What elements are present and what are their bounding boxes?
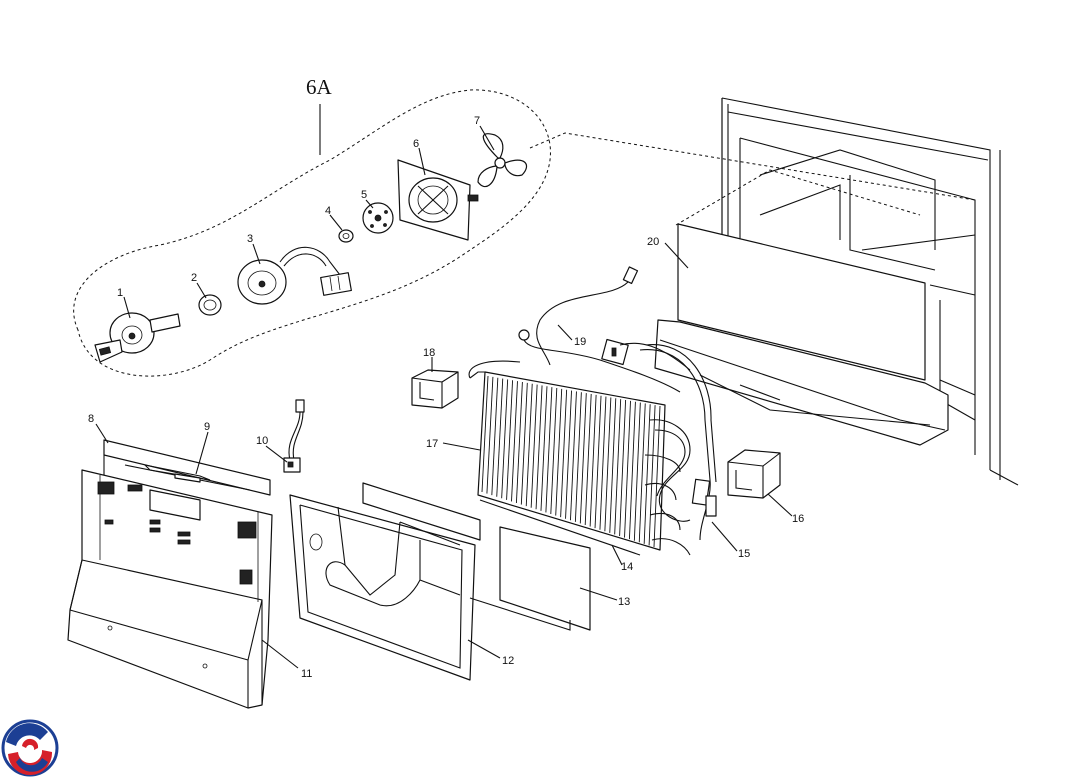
evaporator-fin bbox=[643, 404, 651, 544]
callout-18: 18 bbox=[423, 347, 435, 359]
callout-6: 6 bbox=[413, 138, 419, 150]
part-11-duct-housing bbox=[67, 469, 273, 709]
evaporator-fin bbox=[619, 399, 627, 537]
callout-20: 20 bbox=[647, 236, 659, 248]
callout-16: 16 bbox=[792, 513, 804, 525]
evaporator-fin bbox=[648, 405, 656, 546]
callout-1: 1 bbox=[117, 287, 123, 299]
evaporator-fin bbox=[496, 378, 504, 497]
part-17-evaporator bbox=[468, 360, 666, 551]
evaporator-fin bbox=[594, 395, 602, 529]
evaporator-fin bbox=[574, 392, 582, 522]
callout-2: 2 bbox=[191, 272, 197, 284]
callout-11: 11 bbox=[301, 668, 312, 680]
evaporator-fins bbox=[481, 375, 661, 548]
projection-line bbox=[529, 132, 976, 201]
callout-labels: 1 2 3 4 5 6 7 8 9 10 11 12 13 14 15 16 1… bbox=[88, 115, 804, 680]
part-16-foam-block bbox=[727, 449, 781, 499]
part-5-hub bbox=[362, 202, 394, 234]
part-10-sensor bbox=[283, 399, 305, 473]
part-20-evap-cover bbox=[654, 223, 949, 446]
callout-leaders bbox=[95, 125, 793, 669]
evaporator-fin bbox=[560, 389, 568, 518]
evaporator-fin bbox=[599, 396, 607, 530]
evaporator-fin bbox=[614, 399, 622, 535]
callout-14: 14 bbox=[621, 561, 633, 573]
evaporator-fin bbox=[589, 394, 597, 527]
part-4-washer bbox=[338, 229, 354, 243]
projection-line-2 bbox=[675, 169, 921, 226]
evaporator-fin bbox=[511, 381, 518, 502]
evaporator-fin bbox=[609, 398, 617, 533]
evaporator-fin bbox=[535, 385, 543, 510]
brand-swirl-logo bbox=[1, 719, 59, 777]
part-14-tubing bbox=[479, 419, 691, 556]
evaporator-fin bbox=[628, 401, 636, 540]
evaporator-fin bbox=[624, 400, 631, 538]
evaporator-fin bbox=[638, 403, 646, 543]
callout-12: 12 bbox=[502, 655, 514, 667]
cabinet-liner bbox=[721, 97, 1019, 486]
part-19-harness bbox=[518, 266, 691, 393]
evaporator-fin bbox=[506, 380, 514, 500]
part-1-motor-bracket bbox=[94, 312, 181, 363]
callout-13: 13 bbox=[618, 596, 630, 608]
evaporator-fin bbox=[545, 387, 553, 513]
callout-5: 5 bbox=[361, 189, 367, 201]
evaporator-fin bbox=[653, 405, 661, 548]
callout-10: 10 bbox=[256, 435, 268, 447]
callout-9: 9 bbox=[204, 421, 210, 433]
part-12-evap-panel bbox=[289, 494, 476, 681]
part-2-grommet bbox=[198, 294, 222, 316]
part-7-fan-blade bbox=[477, 133, 527, 188]
vent-grilles bbox=[97, 481, 257, 585]
callout-4: 4 bbox=[325, 205, 331, 217]
part-18-foam-block bbox=[411, 369, 459, 409]
evaporator-fin bbox=[501, 379, 509, 499]
group-6a-title: 6A bbox=[306, 75, 333, 99]
evaporator-fin bbox=[565, 390, 572, 519]
evaporator-fin bbox=[633, 402, 641, 541]
part-6-fan-shroud bbox=[397, 159, 479, 241]
evaporator-fin bbox=[570, 391, 577, 521]
evaporator-fin bbox=[520, 382, 528, 505]
callout-17: 17 bbox=[426, 438, 438, 450]
part-9-slot bbox=[174, 473, 201, 483]
callout-7: 7 bbox=[474, 115, 480, 127]
evaporator-fin bbox=[584, 393, 592, 526]
part-3-fan-motor bbox=[237, 246, 352, 305]
evaporator-fin bbox=[540, 386, 548, 511]
evaporator-fin bbox=[555, 388, 563, 516]
callout-19: 19 bbox=[574, 336, 586, 348]
evaporator-fin bbox=[491, 377, 499, 496]
evaporator-fin bbox=[515, 381, 523, 504]
evaporator-fin bbox=[579, 393, 587, 524]
evaporator-fin bbox=[550, 387, 558, 515]
evaporator-fin bbox=[486, 376, 494, 494]
callout-8: 8 bbox=[88, 413, 94, 425]
callout-15: 15 bbox=[738, 548, 750, 560]
group-6a-outline bbox=[73, 89, 551, 377]
callout-3: 3 bbox=[247, 233, 253, 245]
part-13-insulation bbox=[362, 482, 591, 631]
evaporator-fin bbox=[604, 397, 612, 532]
evaporator-fin bbox=[525, 383, 533, 507]
evaporator-fin bbox=[530, 384, 538, 508]
evaporator-fin bbox=[481, 375, 489, 493]
